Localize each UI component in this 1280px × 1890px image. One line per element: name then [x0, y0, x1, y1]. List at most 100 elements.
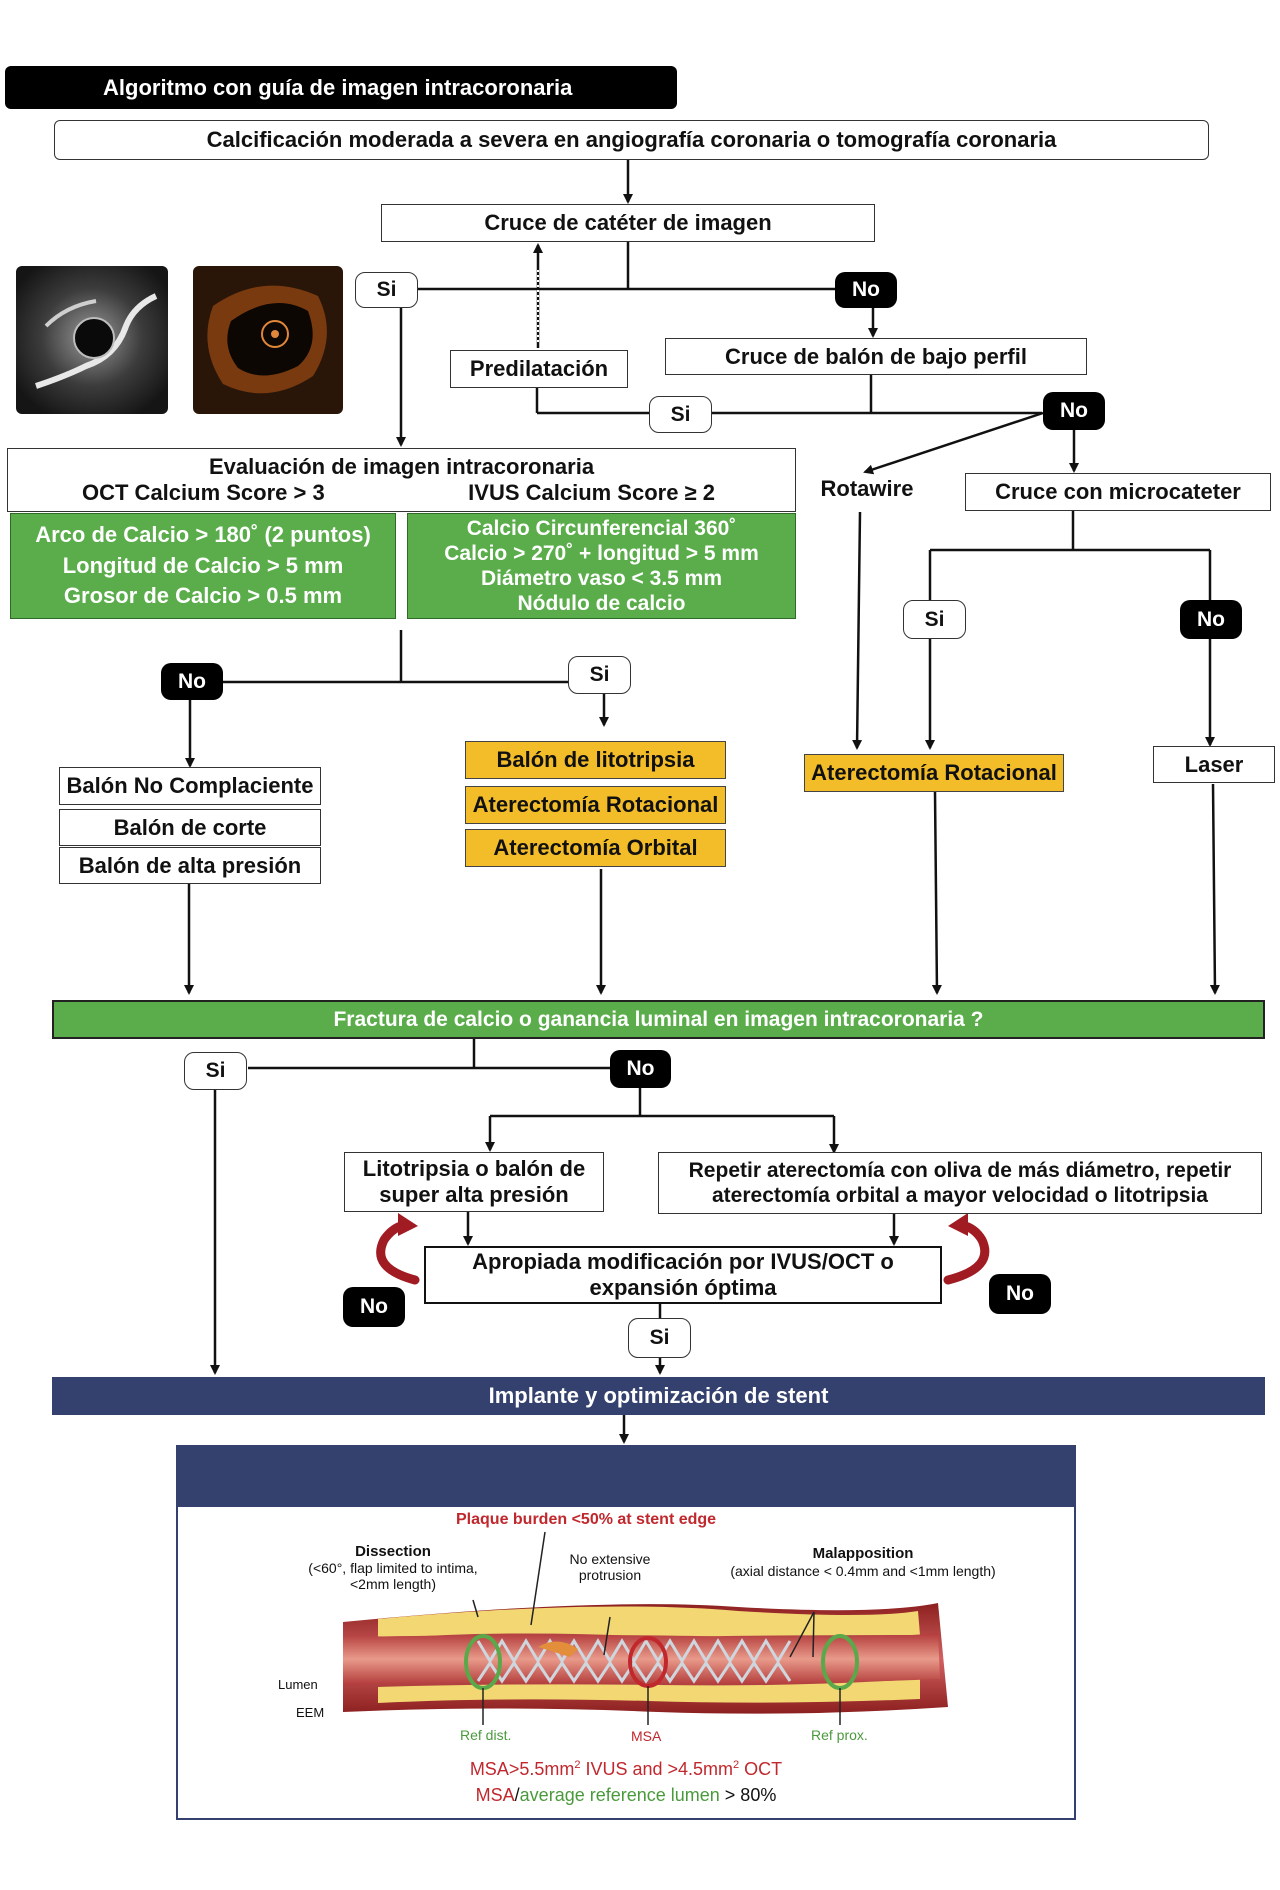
apropiada-box: Apropiada modificación por IVUS/OCT o ex… [424, 1246, 942, 1304]
malapposition-pointer [812, 1611, 815, 1658]
fractura-question-text: Fractura de calcio o ganancia luminal en… [333, 1007, 984, 1031]
si-branch-item-text: Aterectomía Rotacional [472, 792, 719, 817]
no-label: No [852, 278, 880, 301]
eem-text: EEM [296, 1705, 325, 1720]
malapposition-title: Malapposition [812, 1545, 914, 1562]
no-pill-right-loop: No [989, 1274, 1051, 1314]
stent-struts [476, 1638, 792, 1684]
si-label: Si [205, 1059, 226, 1082]
ivus-criteria-box: Calcio Circunferencial 360˚ Calcio > 270… [407, 513, 796, 619]
criteria-ref: average reference lumen [519, 1785, 720, 1805]
no-branch-item-text: Balón de alta presión [78, 852, 302, 878]
cruce-cateter-text: Cruce de catéter de imagen [484, 210, 772, 235]
no-branch-item: Balón de corte [59, 809, 321, 846]
litotripsia-text: Litotripsia o balón de [362, 1155, 586, 1181]
score-row: OCT Calcium Score > 3 IVUS Calcium Score… [8, 480, 795, 506]
cruce-cateter-box: Cruce de catéter de imagen [381, 204, 875, 242]
si-label: Si [649, 1326, 670, 1349]
protrusion-pointer [603, 1616, 611, 1656]
no-pill-balon: No [1043, 392, 1105, 430]
no-extensive-text: No extensive [569, 1551, 651, 1567]
litotripsia-box: Litotripsia o balón de super alta presió… [344, 1152, 604, 1212]
laser-box: Laser [1153, 746, 1275, 783]
apropiada-text: Apropiada modificación por IVUS/OCT o [472, 1248, 894, 1274]
si-branch-item: Balón de litotripsia [465, 741, 726, 779]
stent-bar: Implante y optimización de stent [52, 1377, 1265, 1415]
si-branch-item: Aterectomía Orbital [465, 829, 726, 867]
no-branch-item: Balón No Complaciente [59, 767, 321, 805]
no-label: No [1006, 1282, 1034, 1305]
criteria-text: MSA>5.5mm [469, 1759, 575, 1779]
no-branch-item-text: Balón de corte [113, 814, 267, 840]
evaluacion-title: Evaluación de imagen intracoronaria [208, 453, 595, 479]
msa-label: MSA [631, 1728, 661, 1744]
oct-criteria-box: Arco de Calcio > 180˚ (2 puntos) Longitu… [10, 513, 396, 619]
si-branch-item-text: Balón de litotripsia [496, 747, 695, 772]
si-pill-apropiada: Si [628, 1318, 691, 1358]
dissection-label: Dissection (<60°, flap limited to intima… [283, 1543, 503, 1592]
si-label: Si [924, 607, 945, 631]
ref-prox-label: Ref prox. [811, 1727, 868, 1743]
dissection-desc: <2mm length) [350, 1576, 436, 1593]
evaluacion-box: Evaluación de imagen intracoronaria OCT … [7, 448, 796, 512]
rotawire-label: Rotawire [812, 472, 922, 506]
si-label: Si [589, 663, 610, 686]
ivus-criterion: Diámetro vaso < 3.5 mm [480, 567, 723, 590]
si-pill-evaluacion: Si [568, 656, 631, 694]
no-pill-microcateter: No [1180, 600, 1242, 639]
plaque [378, 1679, 920, 1703]
malapposition-desc: (axial distance < 0.4mm and <1mm length) [730, 1563, 996, 1579]
plaque-burden-pointer [530, 1531, 546, 1626]
msa-criteria-1: MSA>5.5mm2 IVUS and >4.5mm2 OCT [178, 1759, 1074, 1780]
ivus-image [16, 266, 168, 414]
oct-image [193, 266, 343, 414]
criteria-sup: 2 [574, 1759, 581, 1771]
ivus-score: IVUS Calcium Score ≥ 2 [468, 480, 715, 505]
no-pill-evaluacion: No [161, 663, 223, 700]
no-branch-item-text: Balón No Complaciente [66, 773, 314, 798]
si-pill-imaging: Si [355, 272, 418, 308]
lumen-label: Lumen [278, 1677, 318, 1692]
no-label: No [1197, 607, 1225, 631]
malapposition-label: Malapposition (axial distance < 0.4mm an… [703, 1545, 1023, 1580]
oct-image-graphic [193, 266, 343, 414]
criteria-slash: / [514, 1785, 520, 1805]
lumen-text: Lumen [278, 1677, 318, 1692]
dissection-title: Dissection [355, 1543, 431, 1560]
criteria-sup: 2 [733, 1759, 740, 1771]
oct-score: OCT Calcium Score > 3 [82, 480, 325, 505]
si-pill-fractura: Si [184, 1052, 247, 1090]
si-pill-balon: Si [649, 396, 712, 433]
dissection-desc: (<60°, flap limited to intima, [308, 1560, 478, 1577]
no-label: No [1060, 399, 1088, 422]
malapposition-pointer [789, 1611, 815, 1658]
start-condition-text: Calcificación moderada a severa en angio… [206, 127, 1057, 152]
ref-prox-text: Ref prox. [811, 1727, 868, 1743]
si-pill-microcateter: Si [903, 600, 966, 639]
rotawire-text: Rotawire [820, 476, 914, 501]
no-extensive-text: protrusion [578, 1567, 642, 1584]
apropiada-text: expansión óptima [589, 1275, 777, 1300]
algorithm-title-text: Algoritmo con guía de imagen intracorona… [103, 74, 573, 100]
si-label: Si [670, 402, 691, 426]
oct-criterion: Arco de Calcio > 180˚ (2 puntos) [35, 522, 371, 548]
start-condition-box: Calcificación moderada a severa en angio… [54, 120, 1209, 160]
plaque [378, 1606, 920, 1639]
oct-criterion: Longitud de Calcio > 5 mm [62, 552, 344, 578]
criteria-msa: MSA [475, 1785, 515, 1805]
ivus-criterion: Calcio Circunferencial 360˚ [466, 516, 737, 540]
aterectomia-rotacional-text: Aterectomía Rotacional [811, 760, 1057, 785]
no-pill-fractura: No [610, 1050, 671, 1088]
msa-text: MSA [631, 1728, 662, 1744]
ivus-criterion: Calcio > 270˚ + longitud > 5 mm [444, 541, 759, 565]
ref-dist-label: Ref dist. [460, 1727, 511, 1743]
predilatacion-box: Predilatación [450, 350, 628, 388]
ref-dist-text: Ref dist. [460, 1727, 512, 1743]
no-pill-imaging: No [835, 272, 897, 308]
plaque-burden-label: Plaque burden <50% at stent edge [456, 1511, 716, 1529]
repetir-text: aterectomía orbital a mayor velocidad o … [712, 1184, 1208, 1207]
ivus-image-graphic [16, 266, 168, 414]
stent-figure-panel: Plaque burden <50% at stent edge Dissect… [176, 1445, 1076, 1820]
cruce-balon-text: Cruce de balón de bajo perfil [725, 343, 1027, 369]
